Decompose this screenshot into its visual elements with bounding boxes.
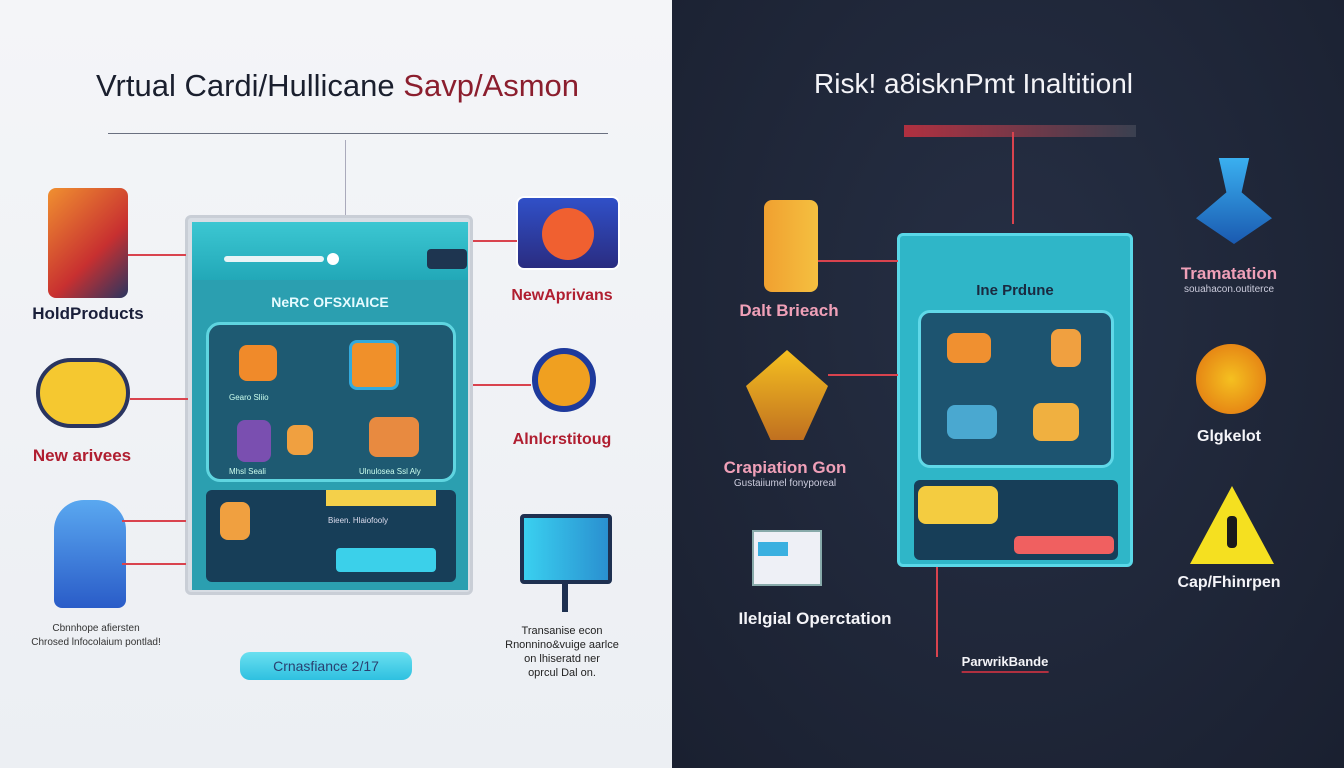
product-thumb[interactable] xyxy=(369,417,419,457)
product-thumb[interactable] xyxy=(1051,329,1081,367)
assurance-button[interactable]: Crnasfiance 2/17 xyxy=(240,652,412,680)
label-new-arrivals: New arivees xyxy=(32,446,132,465)
connector xyxy=(936,567,938,657)
caption-line: oprcul Dal on. xyxy=(528,667,596,679)
label-hot-products: HoldProducts xyxy=(32,304,144,323)
title-part: Savp/Asmon xyxy=(403,68,580,103)
phone-mockup: NeRC OFSXIAICE Gearo Sliio Mhsl Seali Ul… xyxy=(185,215,473,595)
product-thumb[interactable] xyxy=(947,333,991,363)
divider xyxy=(108,133,608,134)
caption-line: on lhiseratd ner xyxy=(524,653,600,665)
product-thumb[interactable] xyxy=(349,340,399,390)
caption-line: Cbnnhope afiersten xyxy=(52,623,140,634)
connector xyxy=(818,260,898,262)
coin-bag-icon xyxy=(516,196,620,270)
label-compilation: Crapiation Gon xyxy=(723,458,847,477)
search-bar[interactable] xyxy=(224,256,324,262)
connector xyxy=(130,398,188,400)
product-thumb[interactable] xyxy=(237,420,271,462)
product-thumb[interactable] xyxy=(287,425,313,455)
promo-panel: Bieen. Hlaiofooly xyxy=(206,490,456,582)
coin-icon xyxy=(532,348,596,412)
coin-icon xyxy=(1196,344,1266,414)
right-panel: Risk! a8isknPmt Inaltitionl Ine Prdune D… xyxy=(672,0,1344,768)
screen-header: NeRC OFSXIAICE xyxy=(271,294,389,310)
connector xyxy=(122,520,186,522)
connector xyxy=(473,384,531,386)
search-icon[interactable] xyxy=(327,253,339,265)
compilation-sub: Gustaiiumel fonyporeal xyxy=(733,478,837,489)
caption-line: Chrosed lnfocolaium pontlad! xyxy=(31,637,161,648)
phone-topbar xyxy=(192,222,468,280)
product-label: Ulnulosea Ssl Aly xyxy=(359,467,421,476)
network-icon xyxy=(1196,158,1272,244)
label-glgkelot: Glgkelot xyxy=(1196,428,1262,445)
product-thumb[interactable] xyxy=(1033,403,1079,441)
pay-button[interactable] xyxy=(1014,536,1114,554)
label-cap: Cap/Fhinrpen xyxy=(1177,574,1281,591)
caption-line: Rnonnino&vuige aarlce xyxy=(505,639,619,651)
promo-banner xyxy=(326,490,436,506)
product-thumb[interactable] xyxy=(947,405,997,439)
plant-icon xyxy=(54,500,126,608)
product-label: Gearo Sliio xyxy=(229,393,269,402)
product-grid xyxy=(918,310,1114,468)
connector xyxy=(1012,132,1014,224)
label-bottom: ParwrikBande xyxy=(961,654,1049,673)
monitor-stand xyxy=(562,584,568,612)
left-title: Vrtual Cardi/Hullicane Savp/Asmon xyxy=(96,68,579,104)
document-header xyxy=(758,542,788,556)
right-title: Risk! a8isknPmt Inaltitionl xyxy=(814,68,1134,99)
label-new-arrivals-right: NewAprivans xyxy=(511,287,613,304)
cart-icon[interactable] xyxy=(427,249,467,269)
caption-line: Transanise econ xyxy=(521,625,603,637)
monitor-icon xyxy=(520,514,612,584)
product-label: Mhsl Seali xyxy=(229,467,266,476)
card-icon xyxy=(918,486,998,524)
left-panel: Vrtual Cardi/Hullicane Savp/Asmon NeRC O… xyxy=(0,0,672,768)
title-part: Vrtual Cardi/Hullicane xyxy=(96,68,395,103)
label-data-breach: Dalt Brieach xyxy=(739,301,839,320)
transaction-sub: souahacon.outiterce xyxy=(1183,284,1275,295)
document-icon xyxy=(752,530,822,586)
screen-header: Ine Prdune xyxy=(976,282,1054,299)
connector xyxy=(828,374,898,376)
box-icon xyxy=(48,188,128,298)
connector xyxy=(345,140,346,215)
phone-body: NeRC OFSXIAICE Gearo Sliio Mhsl Seali Ul… xyxy=(192,280,468,590)
shield-icon xyxy=(746,350,828,440)
connector xyxy=(128,254,186,256)
header-bar xyxy=(904,125,1136,137)
promo-button[interactable] xyxy=(336,548,436,572)
phone-mockup: Ine Prdune xyxy=(897,233,1133,567)
checkout-panel xyxy=(914,480,1118,560)
connector xyxy=(122,563,186,565)
warning-icon xyxy=(1190,486,1274,564)
coin-icon xyxy=(542,208,594,260)
promo-text: Bieen. Hlaiofooly xyxy=(328,516,389,525)
exclamation-mark xyxy=(1227,516,1237,548)
label-right-mid: Alnlcrstitoug xyxy=(512,431,612,448)
database-icon xyxy=(764,200,818,292)
connector xyxy=(473,240,517,242)
label-illegal-operation: Ilelgial Operctation xyxy=(738,609,892,628)
product-thumb[interactable] xyxy=(220,502,250,540)
label-transaction: Tramatation xyxy=(1180,264,1278,283)
product-thumb[interactable] xyxy=(239,345,277,381)
product-grid: Gearo Sliio Mhsl Seali Ulnulosea Ssl Aly xyxy=(206,322,456,482)
card-reader-icon xyxy=(36,358,130,428)
